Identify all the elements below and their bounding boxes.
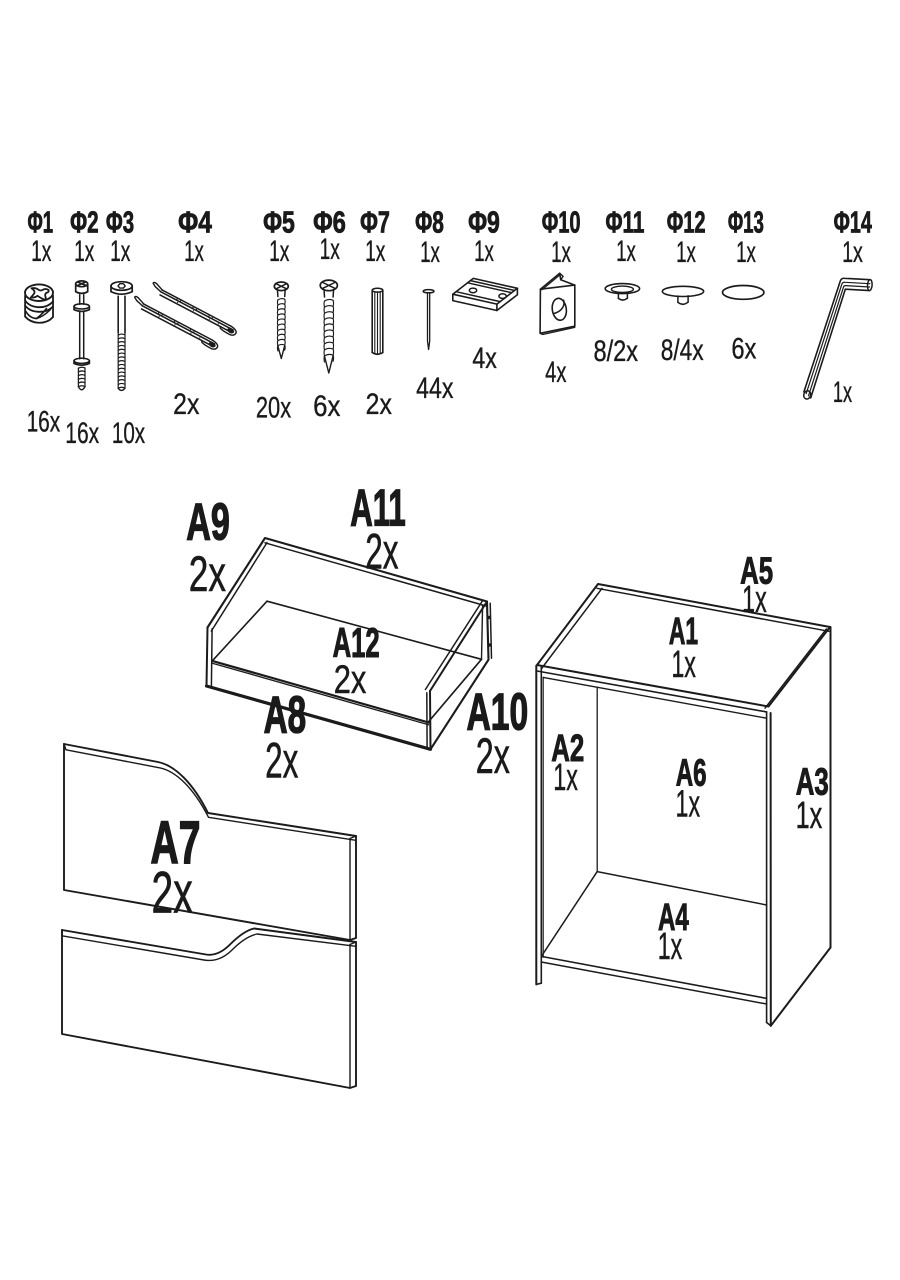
svg-text:Φ11: Φ11 [606, 204, 645, 239]
svg-text:6x: 6x [313, 389, 340, 422]
svg-text:1x: 1x [474, 235, 494, 269]
svg-text:2x: 2x [173, 387, 199, 421]
svg-text:Φ5: Φ5 [263, 204, 295, 239]
svg-text:8/4x: 8/4x [661, 333, 704, 367]
svg-text:1x: 1x [365, 235, 386, 268]
svg-text:1x: 1x [671, 642, 696, 685]
svg-text:1x: 1x [420, 236, 440, 270]
svg-text:2x: 2x [334, 657, 367, 702]
svg-text:A8: A8 [264, 686, 306, 744]
svg-text:A12: A12 [333, 620, 380, 667]
svg-text:6x: 6x [731, 332, 756, 365]
svg-text:Φ9: Φ9 [468, 204, 500, 239]
svg-text:44x: 44x [416, 371, 454, 405]
svg-text:A1: A1 [669, 610, 698, 652]
svg-text:1x: 1x [184, 235, 204, 269]
svg-text:2x: 2x [366, 387, 392, 421]
svg-text:Φ2: Φ2 [70, 204, 98, 239]
svg-text:20x: 20x [256, 390, 291, 424]
svg-text:A2: A2 [551, 727, 584, 769]
svg-text:A11: A11 [350, 479, 406, 537]
svg-text:2x: 2x [189, 547, 226, 603]
svg-text:16x: 16x [27, 406, 61, 439]
svg-text:Φ1: Φ1 [27, 206, 53, 240]
svg-text:Φ12: Φ12 [667, 204, 706, 240]
svg-text:16x: 16x [65, 418, 99, 450]
svg-text:1x: 1x [742, 577, 767, 620]
svg-text:1x: 1x [553, 755, 578, 798]
svg-text:1x: 1x [842, 236, 863, 269]
svg-text:Φ4: Φ4 [178, 205, 212, 239]
svg-text:2x: 2x [152, 861, 193, 926]
svg-text:Φ14: Φ14 [834, 204, 873, 240]
svg-text:A7: A7 [150, 808, 200, 876]
svg-text:1x: 1x [551, 236, 571, 270]
svg-text:4x: 4x [545, 356, 566, 389]
svg-text:Φ7: Φ7 [360, 205, 390, 240]
svg-text:1x: 1x [31, 235, 52, 268]
svg-text:Φ13: Φ13 [728, 206, 764, 240]
svg-text:1x: 1x [833, 377, 853, 410]
svg-text:A3: A3 [796, 760, 829, 802]
svg-text:1x: 1x [796, 794, 823, 836]
svg-text:2x: 2x [265, 732, 298, 788]
svg-text:1x: 1x [616, 235, 636, 269]
svg-text:1x: 1x [320, 233, 341, 266]
svg-text:8/2x: 8/2x [594, 334, 639, 367]
svg-text:A10: A10 [466, 683, 528, 741]
svg-text:1x: 1x [676, 236, 696, 270]
svg-text:Φ6: Φ6 [313, 204, 346, 239]
svg-text:Φ3: Φ3 [106, 204, 134, 239]
svg-text:2x: 2x [476, 728, 510, 784]
svg-text:10x: 10x [112, 417, 145, 450]
svg-text:1x: 1x [269, 235, 290, 268]
svg-text:1x: 1x [676, 783, 701, 825]
svg-text:1x: 1x [110, 235, 131, 268]
svg-text:Φ8: Φ8 [415, 204, 444, 239]
svg-text:1x: 1x [658, 925, 683, 967]
svg-text:A6: A6 [676, 751, 707, 794]
svg-text:Φ10: Φ10 [542, 204, 581, 240]
svg-text:A4: A4 [658, 895, 689, 938]
svg-text:1x: 1x [736, 236, 756, 270]
svg-text:A5: A5 [740, 549, 773, 591]
svg-text:A9: A9 [186, 493, 230, 551]
svg-text:4x: 4x [472, 341, 497, 375]
svg-text:1x: 1x [74, 235, 95, 268]
svg-text:2x: 2x [365, 523, 398, 579]
